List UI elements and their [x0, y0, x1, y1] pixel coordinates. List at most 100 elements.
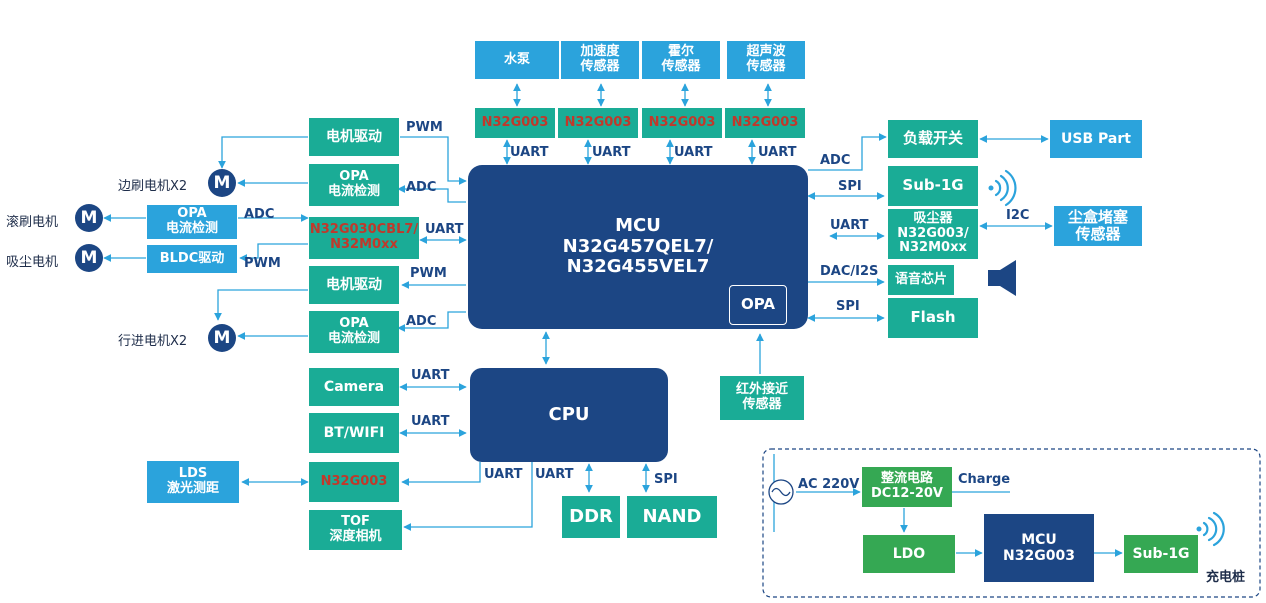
adc-label: ADC: [820, 153, 851, 168]
cpu: CPU: [470, 368, 668, 462]
ultra-label-2: 传感器: [746, 59, 786, 74]
ac-input-label: AC 220V: [798, 477, 860, 492]
opa-roll-label-1: OPA: [177, 206, 207, 222]
bldc-label: BLDC驱动: [159, 250, 225, 266]
ultrasonic-sensor: 超声波传感器: [727, 41, 805, 79]
dual-chip-label-2: N32M0xx: [330, 237, 398, 252]
voice-label: 语音芯片: [894, 271, 947, 287]
sub1g-label: Sub-1G: [902, 176, 964, 195]
wifi-icon: [988, 169, 1017, 207]
dust-label-1: 尘盒堵塞: [1067, 207, 1128, 226]
rect-label-2: DC12-20V: [871, 486, 943, 501]
chip-n32g003-lds: N32G003: [309, 462, 399, 502]
chip-label: N32G003: [481, 114, 549, 130]
ir-label-1: 红外接近: [735, 382, 788, 398]
motor-drive-2-label: 电机驱动: [326, 276, 382, 293]
ddr-label: DDR: [569, 505, 613, 527]
tof-label-1: TOF: [341, 514, 370, 530]
bt-wifi-label: BT/WIFI: [323, 424, 385, 441]
dual-chip-label-1: N32G030CBL7/: [309, 222, 419, 238]
nand-label: NAND: [642, 505, 702, 527]
motor-symbol: M: [80, 248, 98, 268]
motor-drive-1-label: 电机驱动: [326, 128, 382, 145]
uart-label: UART: [484, 467, 523, 482]
travel-motor-label: 行进电机X2: [118, 334, 188, 349]
uart-label: UART: [425, 222, 464, 237]
chip-label: N32G003: [648, 114, 716, 130]
ldo-label: LDO: [892, 545, 926, 562]
spi-label: SPI: [836, 299, 860, 314]
accel-sensor: 加速度传感器: [561, 41, 639, 79]
opa1-label-1: OPA: [339, 169, 369, 185]
ddr-memory: DDR: [562, 496, 620, 538]
tof-label-2: 深度相机: [329, 529, 382, 544]
uart-label: UART: [510, 145, 549, 160]
charging-station-title: 充电桩: [1206, 570, 1246, 585]
opa-roll-label-2: 电流检测: [165, 221, 218, 236]
lds-label-2: 激光测距: [166, 481, 219, 496]
wifi-icon-charger: [1196, 511, 1225, 547]
opa2-label-1: OPA: [339, 316, 369, 332]
hall-label-2: 传感器: [661, 59, 701, 74]
bldc-driver: BLDC驱动: [147, 245, 237, 273]
roll-brush-motor-icon: M: [75, 204, 103, 232]
mcu-opa-label: OPA: [741, 295, 775, 314]
charger-mcu-label-1: MCU: [1021, 531, 1057, 548]
uart-label: UART: [758, 145, 797, 160]
uart-label: UART: [535, 467, 574, 482]
chip-n32g003-4: N32G003: [725, 108, 805, 138]
charger-sub1g: Sub-1G: [1124, 535, 1198, 573]
motor-symbol: M: [213, 328, 231, 348]
flash-memory: Flash: [888, 298, 978, 338]
mcu-model-1: N32G457QEL7/: [562, 235, 714, 257]
cpu-label: CPU: [548, 403, 590, 425]
mcu-opa: OPA: [729, 285, 787, 325]
side-brush-motor-label: 边刷电机X2: [118, 179, 188, 194]
uart-label: UART: [411, 414, 450, 429]
flash-label: Flash: [910, 308, 956, 327]
motor-symbol: M: [213, 173, 231, 193]
roll-brush-motor-label: 滚刷电机: [6, 215, 59, 230]
charger-mcu-label-2: N32G003: [1003, 548, 1075, 564]
motor-drive-1: 电机驱动: [309, 118, 399, 156]
pwm-label: PWM: [244, 256, 281, 271]
usb-port: USB Part: [1050, 120, 1142, 158]
chip-label: N32G003: [731, 114, 799, 130]
bt-wifi-module: BT/WIFI: [309, 413, 399, 453]
motor-symbol: M: [80, 208, 98, 228]
dust-label-2: 传感器: [1075, 225, 1121, 243]
ir-label-2: 传感器: [742, 397, 782, 412]
ldo-regulator: LDO: [863, 535, 955, 573]
vac-label-1: 吸尘器: [913, 210, 953, 226]
speaker-icon: [988, 260, 1016, 296]
pump-sensor: 水泵: [475, 41, 559, 79]
pump-label: 水泵: [503, 51, 530, 67]
ultra-label-1: 超声波: [746, 44, 786, 60]
nand-memory: NAND: [627, 496, 717, 538]
sub1g-module: Sub-1G: [888, 166, 978, 206]
pwm-label: PWM: [410, 266, 447, 281]
adc-label: ADC: [406, 180, 437, 195]
adc-label: ADC: [244, 207, 275, 222]
pwm-label: PWM: [406, 120, 443, 135]
load-switch-label: 负载开关: [902, 129, 963, 148]
dac-i2s-label: DAC/I2S: [820, 264, 879, 279]
charge-label: Charge: [958, 472, 1011, 487]
opa1-label-2: 电流检测: [327, 184, 380, 199]
lds-label-1: LDS: [178, 466, 208, 482]
mcu-title: MCU: [615, 214, 661, 236]
ir-proximity-sensor: 红外接近传感器: [720, 376, 804, 420]
uart-label: UART: [411, 368, 450, 383]
dust-box-sensor: 尘盒堵塞传感器: [1054, 206, 1142, 246]
camera-label: Camera: [323, 378, 385, 395]
usb-label: USB Part: [1061, 130, 1131, 147]
opa2-label-2: 电流检测: [327, 331, 380, 346]
chip-n32g003-1: N32G003: [475, 108, 555, 138]
motor-drive-2: 电机驱动: [309, 266, 399, 304]
